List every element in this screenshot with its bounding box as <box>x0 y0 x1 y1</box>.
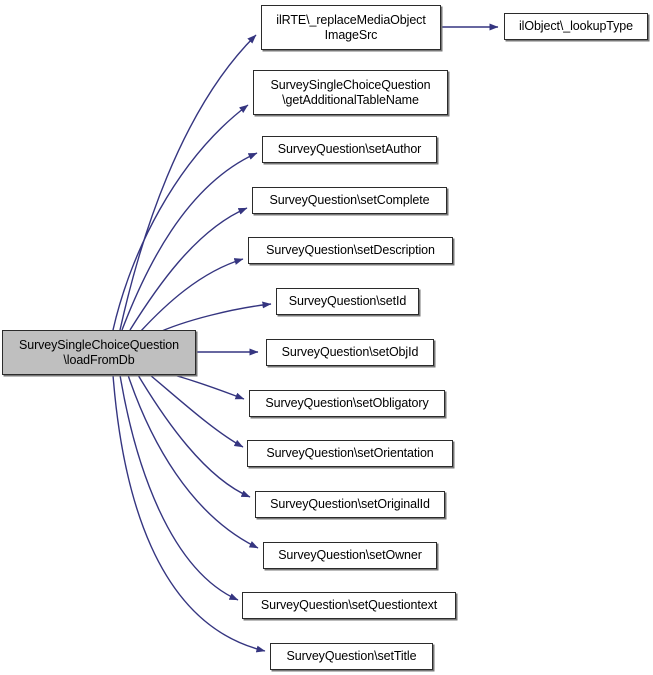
graph-node-set_title[interactable]: SurveyQuestion\setTitle <box>270 643 433 670</box>
graph-node-set_questiontext[interactable]: SurveyQuestion\setQuestiontext <box>242 592 456 619</box>
graph-node-set_obligatory[interactable]: SurveyQuestion\setObligatory <box>249 390 445 417</box>
graph-edge-root-to-set_owner <box>127 374 259 549</box>
graph-node-label: SurveyQuestion\setOrientation <box>266 446 434 460</box>
graph-node-label: ilRTE\_replaceMediaObject ImageSrc <box>276 12 426 42</box>
graph-edge-root-to-replace_media <box>119 34 257 331</box>
graph-edge-root-to-set_orientation <box>149 374 244 448</box>
graph-edge-root-to-set_description <box>139 258 244 333</box>
graph-node-label: SurveyQuestion\setDescription <box>266 243 435 257</box>
graph-node-set_owner[interactable]: SurveyQuestion\setOwner <box>263 542 437 569</box>
graph-edge-root-to-set_obligatory <box>169 373 245 400</box>
graph-node-label: SurveySingleChoiceQuestion \getAdditiona… <box>270 77 431 107</box>
graph-node-label: SurveyQuestion\setObligatory <box>265 396 429 410</box>
graph-node-set_orientation[interactable]: SurveyQuestion\setOrientation <box>247 440 453 467</box>
graph-edge-root-to-set_author <box>121 152 258 331</box>
graph-node-label: SurveyQuestion\setAuthor <box>277 142 422 156</box>
graph-node-root[interactable]: SurveySingleChoiceQuestion \loadFromDb <box>2 330 196 375</box>
graph-node-set_id[interactable]: SurveyQuestion\setId <box>276 288 419 315</box>
graph-edge-root-to-set_original_id <box>137 374 251 498</box>
graph-node-label: SurveySingleChoiceQuestion \loadFromDb <box>19 337 179 367</box>
graph-edge-root-to-get_additional_table <box>112 104 249 331</box>
graph-node-label: SurveyQuestion\setId <box>288 294 407 308</box>
graph-node-label: ilObject\_lookupType <box>518 19 634 33</box>
graph-node-set_complete[interactable]: SurveyQuestion\setComplete <box>252 187 447 214</box>
graph-node-label: SurveyQuestion\setOwner <box>278 548 422 562</box>
graph-node-label: SurveyQuestion\setOriginalId <box>270 497 430 511</box>
graph-node-get_additional_table[interactable]: SurveySingleChoiceQuestion \getAdditiona… <box>253 70 448 115</box>
graph-edge-root-to-set_complete <box>129 207 248 331</box>
graph-node-replace_media[interactable]: ilRTE\_replaceMediaObject ImageSrc <box>261 5 441 50</box>
graph-node-set_description[interactable]: SurveyQuestion\setDescription <box>248 237 453 264</box>
graph-node-label: SurveyQuestion\setObjId <box>281 345 419 359</box>
graph-node-set_original_id[interactable]: SurveyQuestion\setOriginalId <box>255 491 445 518</box>
graph-node-lookup_type[interactable]: ilObject\_lookupType <box>504 13 648 40</box>
graph-node-label: SurveyQuestion\setQuestiontext <box>260 598 438 612</box>
graph-node-label: SurveyQuestion\setTitle <box>286 649 417 663</box>
graph-node-set_author[interactable]: SurveyQuestion\setAuthor <box>262 136 437 163</box>
graph-node-label: SurveyQuestion\setComplete <box>269 193 430 207</box>
graph-edge-root-to-set_questiontext <box>119 374 239 601</box>
graph-node-set_obj_id[interactable]: SurveyQuestion\setObjId <box>266 339 434 366</box>
